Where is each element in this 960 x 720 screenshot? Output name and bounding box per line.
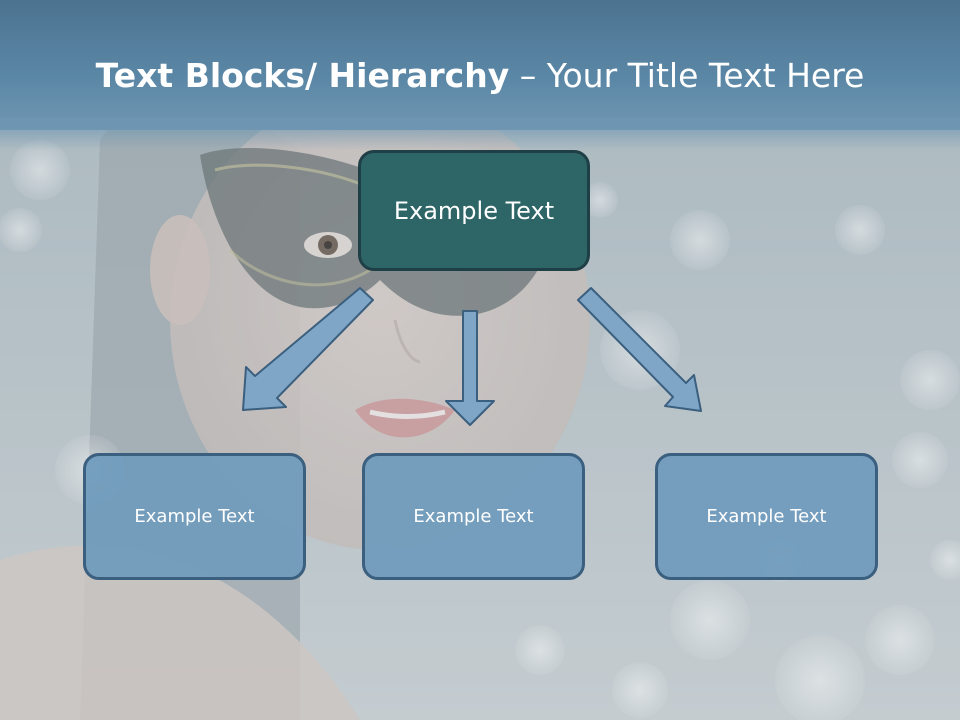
slide-title-bold: Text Blocks/ Hierarchy	[95, 56, 510, 95]
hierarchy-child-box-middle[interactable]: Example Text	[362, 453, 585, 580]
title-bar	[0, 0, 960, 130]
slide-title-rest: – Your Title Text Here	[509, 56, 865, 95]
hierarchy-child-text-left: Example Text	[134, 506, 255, 527]
hierarchy-child-text-middle: Example Text	[413, 506, 534, 527]
hierarchy-child-text-right: Example Text	[706, 506, 827, 527]
slide-title: Text Blocks/ Hierarchy – Your Title Text…	[0, 52, 960, 100]
arrow-down	[445, 310, 495, 426]
arrow-left	[242, 287, 374, 411]
hierarchy-top-text: Example Text	[393, 196, 555, 225]
hierarchy-child-box-left[interactable]: Example Text	[83, 453, 306, 580]
title-bar-fade	[0, 118, 960, 150]
hierarchy-child-box-right[interactable]: Example Text	[655, 453, 878, 580]
hierarchy-top-box[interactable]: Example Text	[358, 150, 590, 271]
arrow-right	[577, 287, 702, 412]
